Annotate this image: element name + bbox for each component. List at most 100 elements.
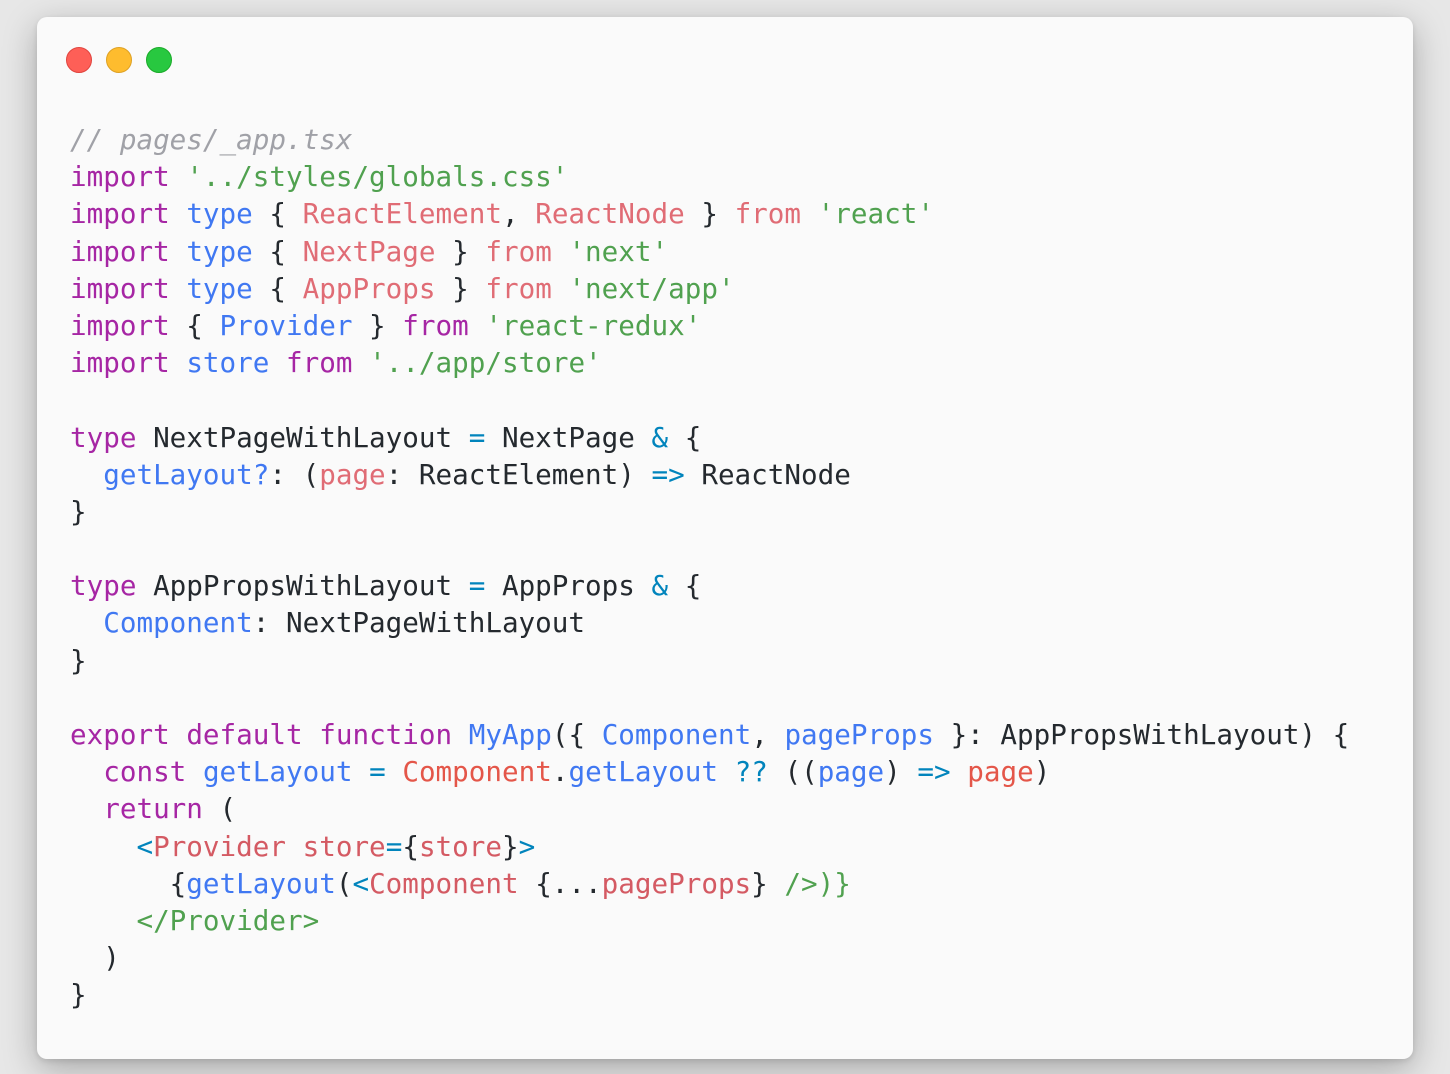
code-token: [718, 755, 735, 788]
code-token: return: [103, 792, 203, 826]
code-token: from: [485, 234, 552, 268]
code-token: (: [335, 866, 353, 900]
code-token: ): [70, 941, 120, 975]
code-token: MyApp: [468, 718, 552, 751]
maximize-window-button[interactable]: [146, 47, 172, 73]
code-token: }: AppPropsWithLayout) {: [933, 718, 1350, 751]
minimize-window-button[interactable]: [106, 47, 132, 73]
code-line: import type { ReactElement, ReactNode } …: [70, 195, 1349, 232]
code-token: <: [136, 829, 154, 863]
code-token: '../styles/globals.css': [186, 160, 569, 194]
code-token: store: [302, 829, 386, 863]
window-controls: [66, 47, 172, 73]
code-token: NextPageWithLayout: [136, 420, 469, 454]
code-line: ​: [70, 381, 1349, 418]
code-token: [170, 197, 187, 230]
code-token: [352, 755, 369, 788]
code-line: {getLayout(<Component {...pageProps} />)…: [70, 865, 1349, 902]
code-token: ReactNode: [535, 197, 685, 231]
code-token: {: [668, 420, 702, 454]
code-token: {: [70, 866, 187, 900]
code-token: [469, 309, 486, 342]
code-token: Provider: [219, 308, 353, 342]
code-token: }: [435, 271, 486, 305]
code-token: 'react-redux': [485, 308, 702, 342]
code-token: }: [352, 308, 403, 342]
code-token: [352, 346, 369, 379]
code-token: ): [884, 755, 918, 789]
code-token: }: [435, 234, 486, 268]
code-token: type: [186, 234, 253, 268]
code-token: [186, 755, 203, 788]
code-token: =: [468, 420, 486, 454]
code-token: type: [70, 420, 137, 454]
code-token: import: [70, 346, 170, 380]
code-line: import type { NextPage } from 'next': [70, 233, 1349, 270]
code-token: ReactNode: [684, 457, 851, 491]
code-line: ​: [70, 679, 1349, 716]
code-token: page: [967, 755, 1034, 789]
code-token: getLayout: [568, 755, 718, 789]
code-token: import: [70, 234, 170, 268]
code-token: {: [402, 829, 419, 863]
code-token: const: [103, 755, 187, 789]
code-line: Component: NextPageWithLayout: [70, 604, 1349, 641]
code-token: type: [70, 569, 137, 603]
code-token: import: [70, 308, 170, 342]
code-token: }: [70, 978, 87, 1012]
code-token: {: [252, 234, 303, 268]
code-token: {: [252, 197, 303, 231]
code-token: from: [286, 346, 353, 380]
code-token: getLayout: [202, 755, 353, 789]
close-window-button[interactable]: [66, 47, 92, 73]
code-token: >: [518, 829, 536, 863]
code-line: // pages/_app.tsx: [70, 121, 1349, 158]
code-token: [552, 272, 569, 305]
code-token: }: [751, 866, 785, 900]
code-token: [269, 346, 286, 379]
code-line: type AppPropsWithLayout = AppProps & {: [70, 567, 1349, 604]
code-token: ((: [767, 755, 818, 789]
code-token: type: [186, 197, 253, 231]
code-token: [170, 272, 187, 305]
code-line: import { Provider } from 'react-redux': [70, 307, 1349, 344]
code-token: (: [202, 792, 237, 826]
code-token: // pages/_app.tsx: [70, 123, 353, 156]
code-token: [70, 458, 103, 491]
code-token: : (: [269, 457, 320, 491]
code-token: getLayout?: [103, 457, 270, 491]
code-token: '../app/store': [369, 346, 602, 380]
code-token: store: [418, 829, 503, 863]
code-token: from: [485, 271, 552, 305]
code-line: import type { AppProps } from 'next/app': [70, 270, 1349, 307]
code-token: [70, 830, 136, 863]
code-token: [170, 235, 187, 268]
code-line: import '../styles/globals.css': [70, 158, 1349, 195]
code-token: {...: [518, 866, 602, 900]
code-token: [303, 718, 320, 751]
code-line: }: [70, 493, 1349, 530]
code-token: from: [734, 197, 802, 231]
code-token: 'react': [817, 197, 934, 231]
code-token: />)}: [784, 866, 851, 900]
code-token: export: [70, 718, 170, 751]
code-line: import store from '../app/store': [70, 344, 1349, 381]
code-line: <Provider store={store}>: [70, 828, 1349, 865]
code-token: : NextPageWithLayout: [252, 606, 586, 640]
code-token: }: [70, 643, 87, 677]
code-token: pageProps: [784, 718, 934, 751]
code-token: function: [319, 718, 453, 751]
code-line: }: [70, 642, 1349, 679]
code-token: [170, 718, 187, 751]
code-token: ,: [751, 718, 785, 751]
code-token: ({: [551, 718, 602, 751]
code-token: .: [551, 755, 569, 789]
code-line: }: [70, 976, 1349, 1013]
code-token: {: [252, 271, 303, 305]
code-line: return (: [70, 790, 1349, 827]
code-token: Provider: [153, 829, 286, 863]
code-line: type NextPageWithLayout = NextPage & {: [70, 419, 1349, 456]
code-token: [70, 606, 103, 639]
code-token: }: [70, 494, 87, 528]
code-token: import: [70, 160, 170, 194]
